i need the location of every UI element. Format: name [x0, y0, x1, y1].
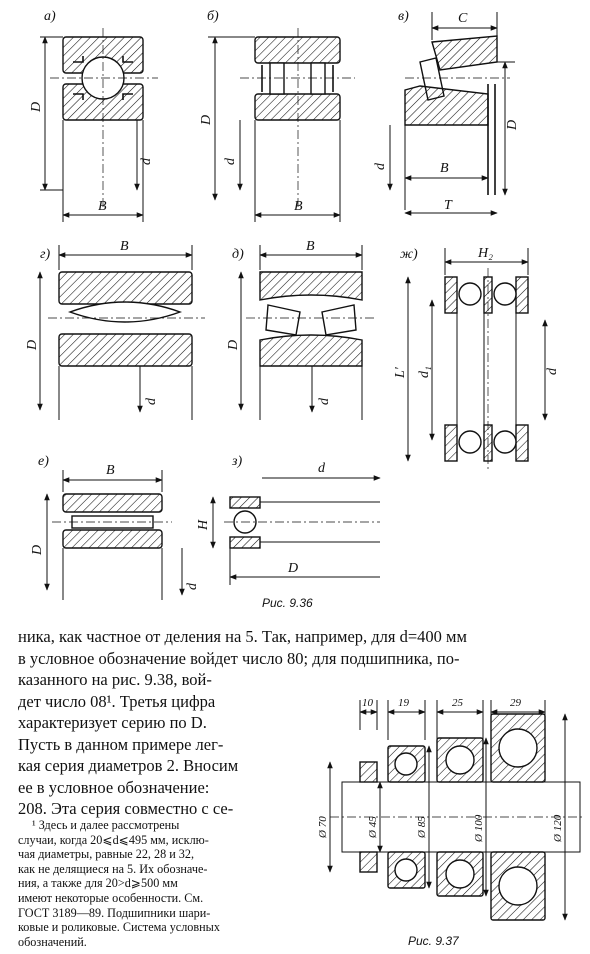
panel-zh-label-d: d: [545, 367, 560, 375]
panel-z: з) d H D: [196, 454, 381, 585]
panel-e-label-D: D: [30, 545, 45, 556]
footnote-line: случаи, когда 20⩽d⩽495 мм, исклю-: [18, 832, 209, 847]
panel-zh-label-H2: H₂: [477, 246, 493, 261]
panel-v-label-D: D: [505, 120, 520, 131]
text-line: характеризует серию по D.: [18, 713, 207, 732]
panel-a-letter: а): [44, 9, 56, 24]
panel-b-label-D: D: [199, 115, 214, 126]
panel-v: в) C D d B T: [373, 9, 520, 216]
diam-45: Ø 45: [367, 816, 379, 839]
text-line: ника, как частное от деления на 5. Так, …: [18, 627, 467, 646]
diam-100: Ø 100: [473, 814, 485, 843]
diam-120: Ø 120: [552, 814, 564, 843]
diam-85: Ø 85: [416, 816, 428, 839]
panel-z-label-d: d: [318, 461, 326, 476]
panel-a: а) D d B: [29, 9, 158, 222]
panel-a-label-d: d: [139, 157, 154, 165]
panel-b-label-B: B: [294, 199, 303, 214]
text-line: в условное обозначение войдет число 80; …: [18, 648, 460, 668]
panel-b-letter: б): [207, 9, 219, 24]
panel-v-label-C: C: [458, 11, 468, 26]
panel-g-label-D: D: [25, 340, 40, 351]
panel-v-letter: в): [398, 9, 409, 24]
footnote-line: чая диаметры, равные 22, 28 и 32,: [18, 847, 195, 862]
text-line: ее в условное обозначение:: [18, 777, 210, 797]
footnote-line: как не делящиеся на 5. Их обозначе-: [18, 861, 208, 876]
paragraph-full-width: ника, как частное от деления на 5. Так, …: [18, 626, 578, 669]
figure-9-37: 10 19 25 29 Ø 70 Ø 45 Ø 85: [317, 697, 585, 948]
panel-v-label-B: B: [440, 161, 449, 176]
text-line: дет число 08¹. Третья цифра: [18, 691, 216, 711]
panel-g-label-B: B: [120, 239, 129, 254]
panel-g: г) B D d: [25, 239, 205, 420]
panel-v-label-d: d: [373, 162, 388, 170]
diam-70: Ø 70: [317, 816, 329, 839]
panel-d-label-D: D: [226, 340, 241, 351]
width-29: 29: [510, 697, 522, 709]
footnote-line: ГОСТ 3189—89. Подшипники шари-: [18, 905, 211, 920]
text-line: кая серия диаметров 2. Вносим: [18, 756, 239, 775]
footnote-line: обозначений.: [18, 934, 87, 949]
panel-b-label-d: d: [223, 157, 238, 165]
panel-e-label-d: d: [185, 582, 200, 590]
panel-a-label-B: B: [98, 199, 107, 214]
footnote-line: ¹ Здесь и далее рассмотрены: [32, 818, 180, 832]
text-line: 208. Эта серия совместно с се-: [18, 799, 234, 818]
panel-e-letter: е): [38, 454, 49, 469]
panel-g-letter: г): [40, 247, 50, 262]
figure-9-37-caption: Рис. 9.37: [408, 934, 460, 948]
text-line: Пусть в данном примере лег-: [18, 734, 224, 754]
panel-v-label-T: T: [444, 198, 453, 213]
panel-z-label-H: H: [196, 519, 211, 531]
width-19: 19: [398, 697, 410, 709]
width-25: 25: [452, 697, 464, 709]
panel-zh: ж) H₂ L' d₁ d: [393, 246, 560, 470]
panel-d-label-B: B: [306, 239, 315, 254]
panel-z-letter: з): [231, 454, 242, 469]
text-line: казанного на рис. 9.38, вой-: [18, 670, 212, 689]
paragraph-narrow: казанного на рис. 9.38, вой- дет число 0…: [18, 669, 293, 820]
footnote: ¹ Здесь и далее рассмотрены случаи, когд…: [18, 818, 303, 949]
panel-e-label-B: B: [106, 463, 115, 478]
footnote-line: ковые и роликовые. Система условных: [18, 920, 220, 935]
width-10: 10: [362, 697, 374, 709]
panel-d: д) B D d: [226, 239, 376, 420]
footnote-line: ния, а также для 20>d⩾500 мм: [18, 876, 178, 891]
panel-zh-letter: ж): [400, 247, 418, 262]
figure-9-36-caption: Рис. 9.36: [262, 596, 313, 610]
panel-z-label-D: D: [287, 561, 298, 576]
panel-e: е) B D d: [30, 454, 200, 600]
panel-zh-label-d1: d₁: [417, 366, 432, 378]
panel-zh-label-L: L': [393, 366, 408, 379]
panel-a-label-D: D: [29, 102, 44, 113]
panel-d-label-d: d: [317, 397, 332, 405]
panel-b: б) D d B: [199, 9, 355, 222]
panel-d-letter: д): [232, 247, 244, 262]
panel-g-label-d: d: [144, 397, 159, 405]
footnote-line: имеют некоторые особенности. См.: [18, 890, 204, 905]
